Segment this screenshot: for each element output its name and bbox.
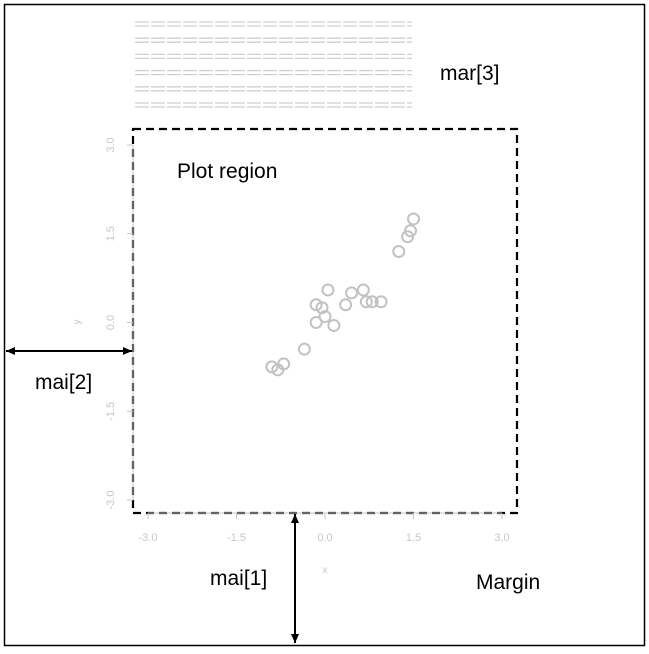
mar3-label: mar[3] [440,62,500,85]
scatter-point [359,295,373,309]
mai1-label: mai[1] [210,567,267,590]
scatter-point [321,283,335,297]
figure-border [3,3,646,647]
plot-region-box [131,127,519,515]
scatter-point [392,245,406,258]
scatter-points [265,212,420,377]
scatter-point [339,298,353,312]
x-tick-label: 1.5 [406,532,421,544]
axes: -3.0 -1.5 0.0 1.5 3.0 -3.0 -1.5 0.0 1.5 3.0 x y [72,137,510,576]
scatter-point [404,224,418,238]
scatter-point [277,357,291,371]
scatter-point [365,295,379,309]
margin-text-lines [135,21,412,108]
x-axis-label: x [323,565,328,576]
scatter-point [315,301,329,315]
x-tick-label: 0.0 [317,532,332,544]
scatter-point [309,316,323,329]
scatter-point [356,283,370,297]
mai2-label: mai[2] [35,371,92,394]
y-axis-label: y [72,320,83,325]
plot-region-label: Plot region [177,160,277,183]
x-tick-label: 3.0 [494,532,509,544]
scatter-point [407,212,420,226]
scatter-point [327,318,341,332]
scatter-point [345,286,359,300]
x-tick-label: -1.5 [227,532,246,544]
y-tick-label: 3.0 [105,137,117,152]
scatter-point [297,342,311,356]
margin-label: Margin [476,571,540,594]
scatter-point [318,310,332,324]
y-tick-label: -3.0 [105,491,117,510]
x-tick-label: -3.0 [139,532,158,544]
y-tick-label: -1.5 [105,402,117,421]
y-tick-label: 0.0 [105,315,117,330]
y-tick-label: 1.5 [105,226,117,241]
scatter-point [374,295,388,309]
